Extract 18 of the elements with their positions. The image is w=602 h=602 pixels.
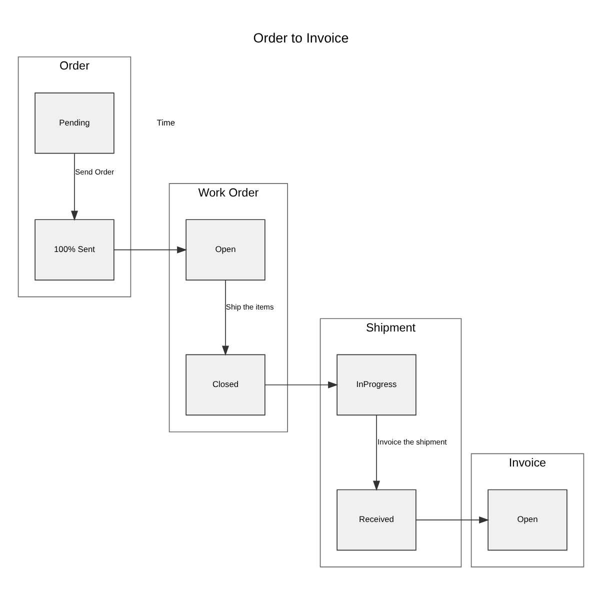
node-box: 100% Sent [34, 219, 114, 280]
label: Time [156, 117, 176, 128]
arrow [70, 153, 78, 221]
node-box: Open [186, 219, 266, 280]
arrow [114, 246, 188, 254]
arrow [264, 381, 338, 388]
arrow [372, 414, 380, 491]
edge-label: Invoice the shipment [378, 438, 447, 447]
arrow [416, 516, 490, 524]
diagram-title: Order to Invoice [253, 30, 349, 46]
arrow [222, 280, 230, 356]
node-box: Pending [34, 92, 114, 154]
node-box: Closed [186, 354, 266, 416]
edge-label: Send Order [75, 167, 114, 176]
node-box: Received [336, 489, 416, 551]
edge-label: Ship the items [226, 302, 274, 312]
node-box: InProgress [336, 354, 416, 416]
node-box: Open [488, 489, 568, 551]
